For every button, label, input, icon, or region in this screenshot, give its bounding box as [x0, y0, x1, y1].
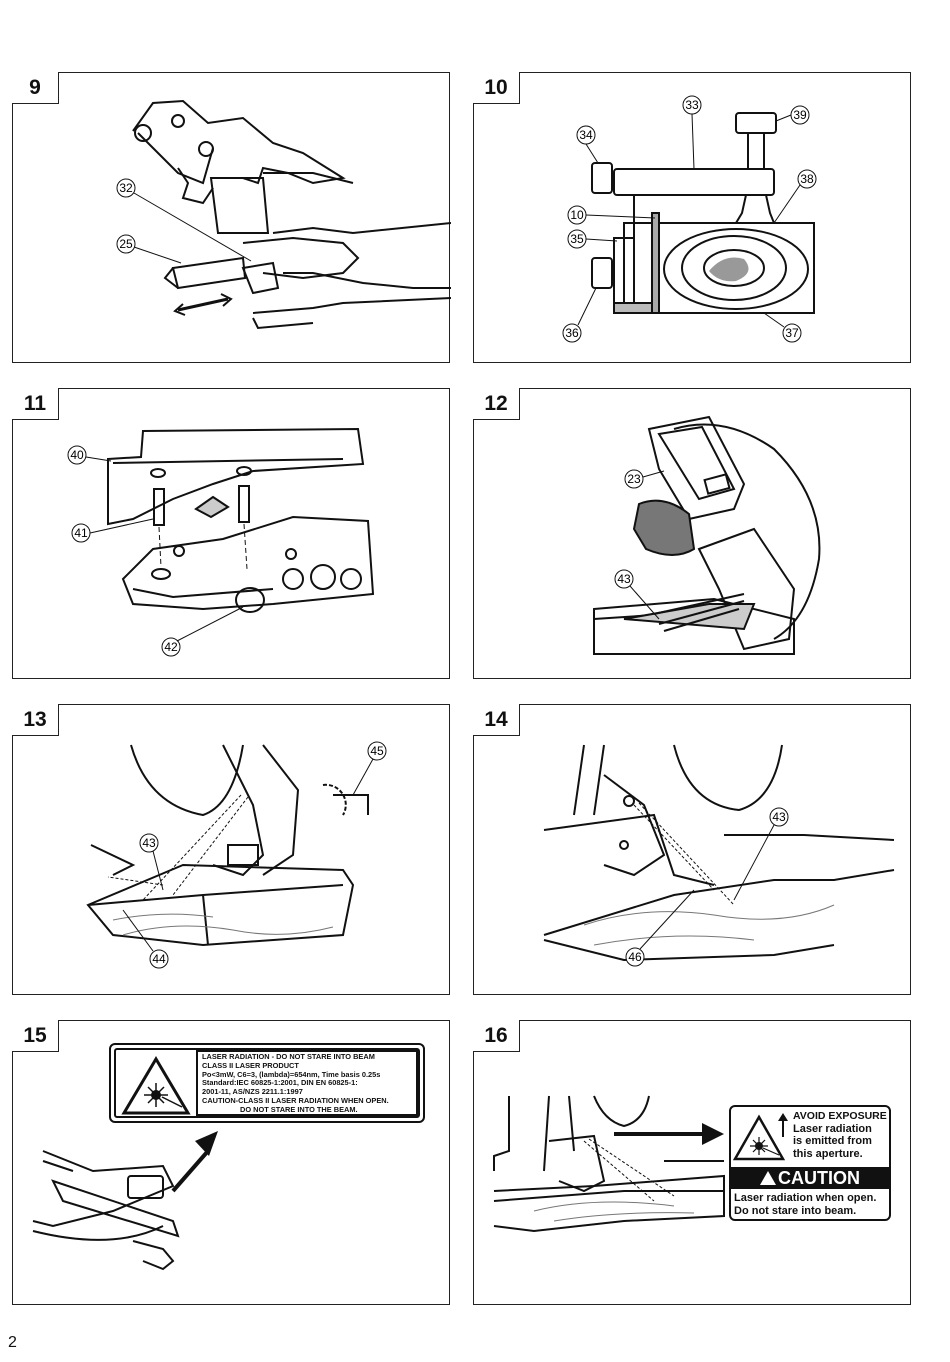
caution-bottom-text: Laser radiation when open. Do not stare …	[734, 1192, 876, 1218]
page-number: 2	[8, 1334, 17, 1351]
caution-bottom-line-2: Do not stare into beam.	[734, 1205, 857, 1217]
laser-warning-line-3: Po<3mW, C6=3, (lambda)=654nm, Time basis…	[202, 1069, 381, 1079]
fig10-callout-38: 38	[800, 172, 814, 186]
laser-warning-line-5: 2001-11, AS/NZS 2211.1:1997	[202, 1087, 303, 1097]
fig14-callout-43: 43	[772, 810, 786, 824]
figure-number: 9	[12, 72, 59, 104]
laser-hazard-icon	[121, 1056, 191, 1115]
fig9-drawing: 32 25	[116, 99, 451, 330]
laser-warning-line-6: CAUTION-CLASS II LASER RADIATION WHEN OP…	[202, 1095, 389, 1105]
fig13-callout-45: 45	[370, 744, 384, 758]
avoid-line-4: this aperture.	[793, 1147, 863, 1160]
caution-banner: CAUTION	[731, 1167, 889, 1189]
avoid-line-2: Laser radiation	[793, 1122, 872, 1135]
laser-warning-text-box: LASER RADIATION - DO NOT STARE INTO BEAM…	[198, 1052, 416, 1114]
figure-9: 32 25 9	[12, 72, 451, 363]
laser-warning-label-inner: LASER RADIATION - DO NOT STARE INTO BEAM…	[114, 1048, 420, 1118]
figure-number: 13	[12, 704, 59, 736]
fig13-callout-44: 44	[152, 952, 166, 966]
figure-number: 11	[12, 388, 59, 420]
warning-triangle-icon	[760, 1171, 776, 1185]
figure-number: 14	[473, 704, 520, 736]
avoid-line-1: AVOID EXPOSURE	[793, 1110, 887, 1122]
fig14-drawing: 43 46	[543, 744, 895, 967]
fig11-drawing: 40 41 42	[67, 427, 375, 657]
fig10-callout-37: 37	[785, 326, 799, 340]
fig13-callout-43: 43	[142, 836, 156, 850]
fig10-callout-10: 10	[570, 208, 584, 222]
fig10-callout-33: 33	[685, 98, 699, 112]
laser-warning-line-4: Standard:IEC 60825-1:2001, DIN EN 60825-…	[202, 1078, 358, 1088]
laser-warning-line-7: DO NOT STARE INTO THE BEAM.	[240, 1104, 358, 1114]
laser-warning-text-area: LASER RADIATION - DO NOT STARE INTO BEAM…	[196, 1050, 418, 1116]
figure-12: 23 43 12	[473, 388, 911, 679]
caution-word: CAUTION	[778, 1168, 860, 1188]
figure-10: 33 39 34 38 10 35 36 37 10	[473, 72, 911, 363]
fig11-callout-41: 41	[74, 526, 88, 540]
fig11-callout-40: 40	[70, 448, 84, 462]
fig10-callout-39: 39	[793, 108, 807, 122]
fig10-callout-34: 34	[579, 128, 593, 142]
fig10-callout-35: 35	[570, 232, 584, 246]
figure-number: 10	[473, 72, 520, 104]
arrow-up-icon	[778, 1113, 788, 1137]
fig10-drawing: 33 39 34 38 10 35 36 37	[562, 95, 817, 343]
caution-bottom-line-1: Laser radiation when open.	[734, 1192, 877, 1204]
figure-13: 45 43 44 13	[12, 704, 450, 995]
figure-16: AVOID EXPOSURE Laser radiation is emitte…	[473, 1020, 911, 1305]
laser-warning-label: LASER RADIATION - DO NOT STARE INTO BEAM…	[109, 1043, 425, 1123]
fig16-drawing	[493, 1095, 725, 1233]
fig9-callout-32: 32	[119, 181, 133, 195]
figure-number: 15	[12, 1020, 59, 1052]
avoid-exposure-text: AVOID EXPOSURE Laser radiation is emitte…	[793, 1110, 887, 1160]
figure-number: 12	[473, 388, 520, 420]
laser-hazard-icon	[733, 1114, 785, 1161]
figure-11: 40 41 42 11	[12, 388, 450, 679]
fig11-callout-42: 42	[164, 640, 178, 654]
avoid-line-3: is emitted from	[793, 1135, 872, 1147]
laser-warning-line-2: CLASS II LASER PRODUCT	[202, 1060, 299, 1070]
fig9-callout-25: 25	[119, 237, 133, 251]
fig10-callout-36: 36	[565, 326, 579, 340]
fig12-drawing: 23 43	[593, 415, 821, 655]
laser-warning-line-1: LASER RADIATION - DO NOT STARE INTO BEAM	[202, 1052, 375, 1061]
figure-number: 16	[473, 1020, 520, 1052]
fig13-drawing: 45 43 44	[86, 741, 387, 969]
fig12-callout-23: 23	[627, 472, 641, 486]
fig14-callout-46: 46	[628, 950, 642, 964]
fig12-callout-43: 43	[617, 572, 631, 586]
figure-14: 43 46 14	[473, 704, 911, 995]
fig15-drawing	[32, 1131, 218, 1271]
caution-label: AVOID EXPOSURE Laser radiation is emitte…	[729, 1105, 891, 1221]
figure-15: LASER RADIATION - DO NOT STARE INTO BEAM…	[12, 1020, 450, 1305]
